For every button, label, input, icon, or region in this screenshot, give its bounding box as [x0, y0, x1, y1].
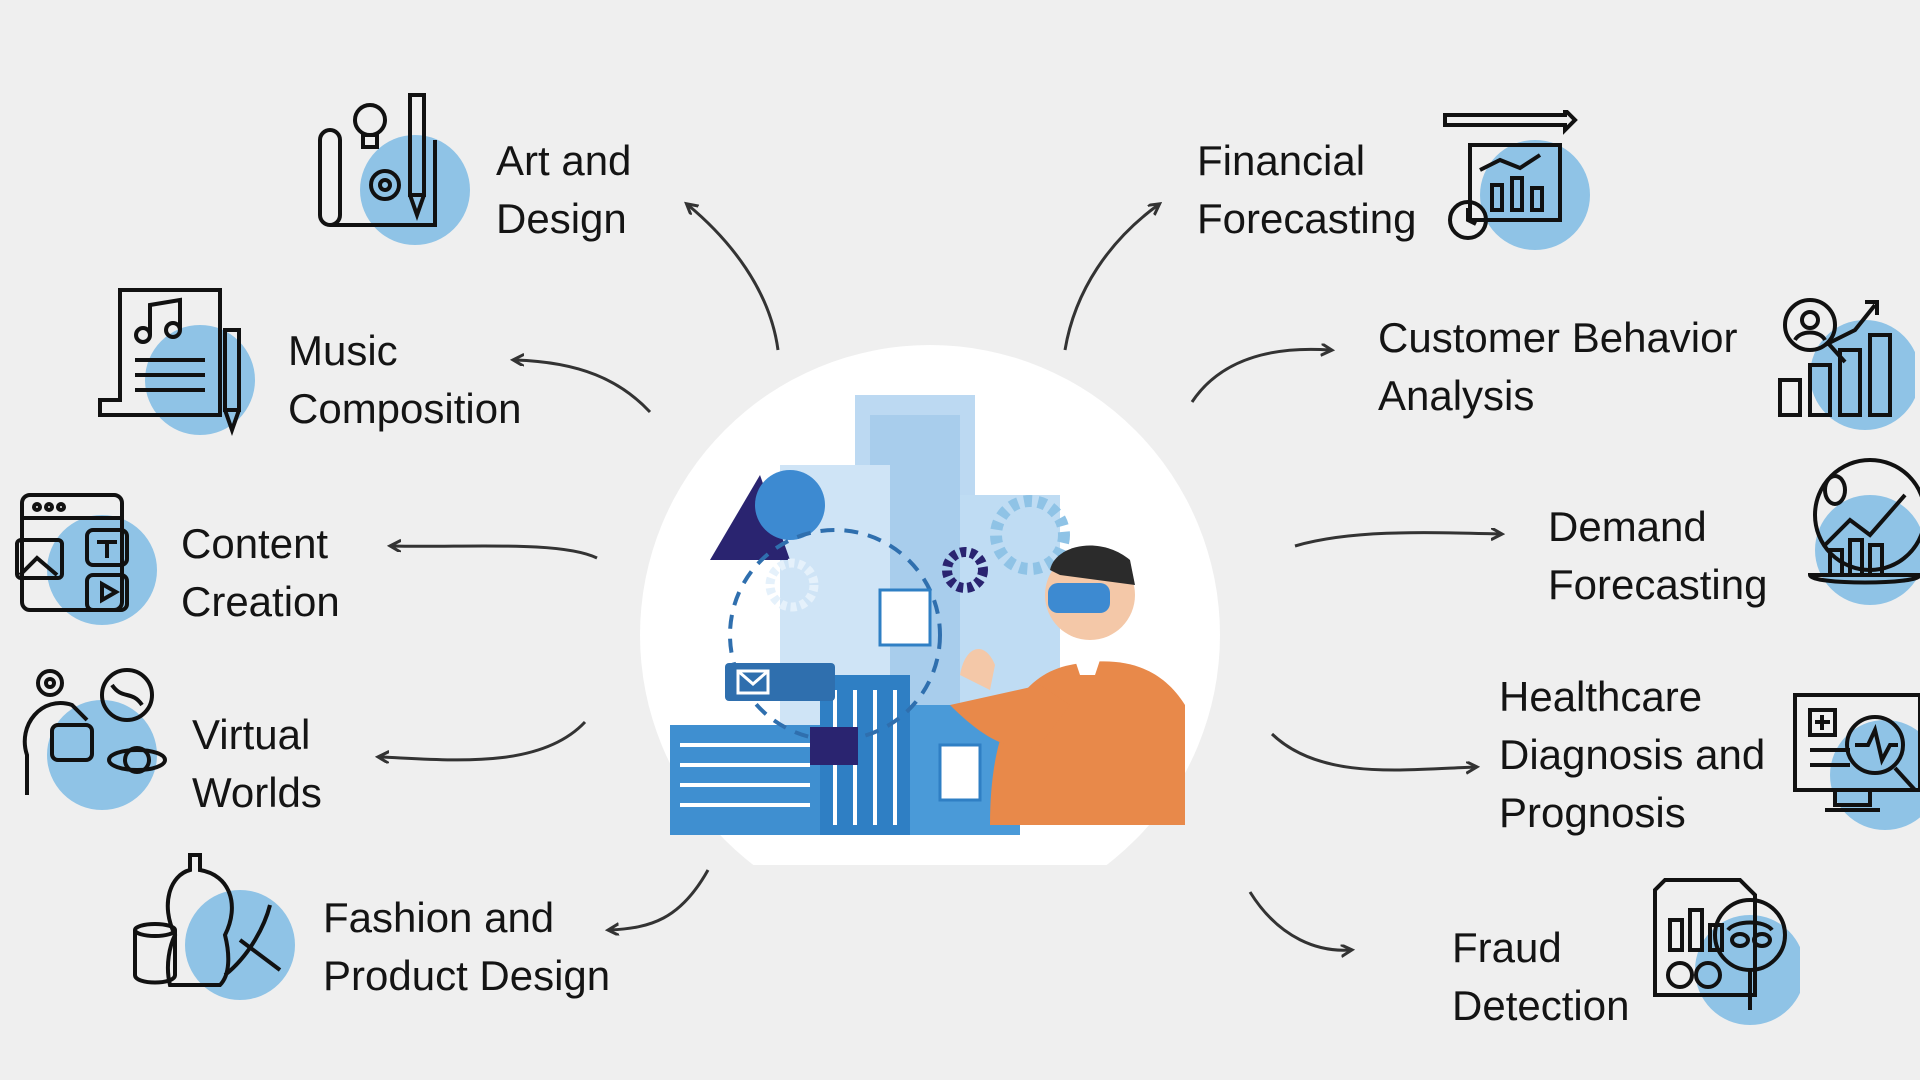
- arrow-art: [688, 205, 780, 351]
- label-line: Customer Behavior: [1378, 314, 1738, 361]
- label-line: Virtual: [192, 711, 311, 758]
- label-line: Financial: [1197, 137, 1366, 184]
- label-line: Composition: [288, 385, 522, 432]
- vr-headset-icon: [22, 668, 167, 810]
- fashion-mannequin-icon: [133, 853, 295, 1000]
- label-financial-forecasting: Financial Forecasting: [1197, 132, 1416, 248]
- label-fraud-detection: Fraud Detection: [1452, 919, 1629, 1035]
- label-healthcare-diagnosis: Healthcare Diagnosis and Prognosis: [1499, 668, 1765, 842]
- label-art-and-design: Art and Design: [496, 132, 631, 248]
- art-design-icon: [318, 93, 470, 245]
- label-customer-behavior-analysis: Customer Behavior Analysis: [1378, 309, 1737, 425]
- label-line: Worlds: [192, 769, 322, 816]
- arrow-content: [392, 546, 598, 560]
- financial-chart-icon: [1443, 110, 1590, 250]
- arrow-demand: [1294, 533, 1500, 548]
- label-line: Healthcare: [1499, 673, 1703, 720]
- content-media-icon: [15, 493, 157, 625]
- healthcare-monitor-icon: [1793, 693, 1920, 830]
- arrow-music: [515, 360, 652, 414]
- arrow-healthcare: [1270, 732, 1475, 770]
- arrow-fashion: [610, 869, 710, 930]
- label-content-creation: Content Creation: [181, 515, 340, 631]
- label-demand-forecasting: Demand Forecasting: [1548, 498, 1767, 614]
- customer-analytics-icon: [1778, 298, 1915, 430]
- label-line: Fashion and: [323, 894, 555, 941]
- label-line: Fraud: [1452, 924, 1562, 971]
- label-line: Demand: [1548, 503, 1707, 550]
- label-line: Design: [496, 195, 627, 242]
- label-line: Art and: [496, 137, 632, 184]
- arrow-customer: [1190, 349, 1330, 403]
- music-sheet-icon: [98, 288, 255, 437]
- label-line: Music: [288, 327, 398, 374]
- arrow-fraud: [1248, 891, 1350, 950]
- central-illustration: [640, 345, 1220, 865]
- label-fashion-product-design: Fashion and Product Design: [323, 889, 610, 1005]
- arrow-financial: [1063, 205, 1158, 351]
- label-line: Content: [181, 520, 329, 567]
- label-line: Diagnosis and: [1499, 731, 1766, 778]
- fraud-detection-icon: [1653, 878, 1800, 1025]
- label-line: Creation: [181, 578, 340, 625]
- label-line: Detection: [1452, 982, 1630, 1029]
- label-music-composition: Music Composition: [288, 322, 521, 438]
- label-line: Prognosis: [1499, 789, 1686, 836]
- label-line: Forecasting: [1548, 561, 1768, 608]
- label-line: Analysis: [1378, 372, 1535, 419]
- label-line: Product Design: [323, 952, 611, 999]
- label-virtual-worlds: Virtual Worlds: [192, 706, 322, 822]
- arrow-virtual: [380, 720, 587, 760]
- demand-forecast-icon: [1807, 458, 1920, 605]
- label-line: Forecasting: [1197, 195, 1417, 242]
